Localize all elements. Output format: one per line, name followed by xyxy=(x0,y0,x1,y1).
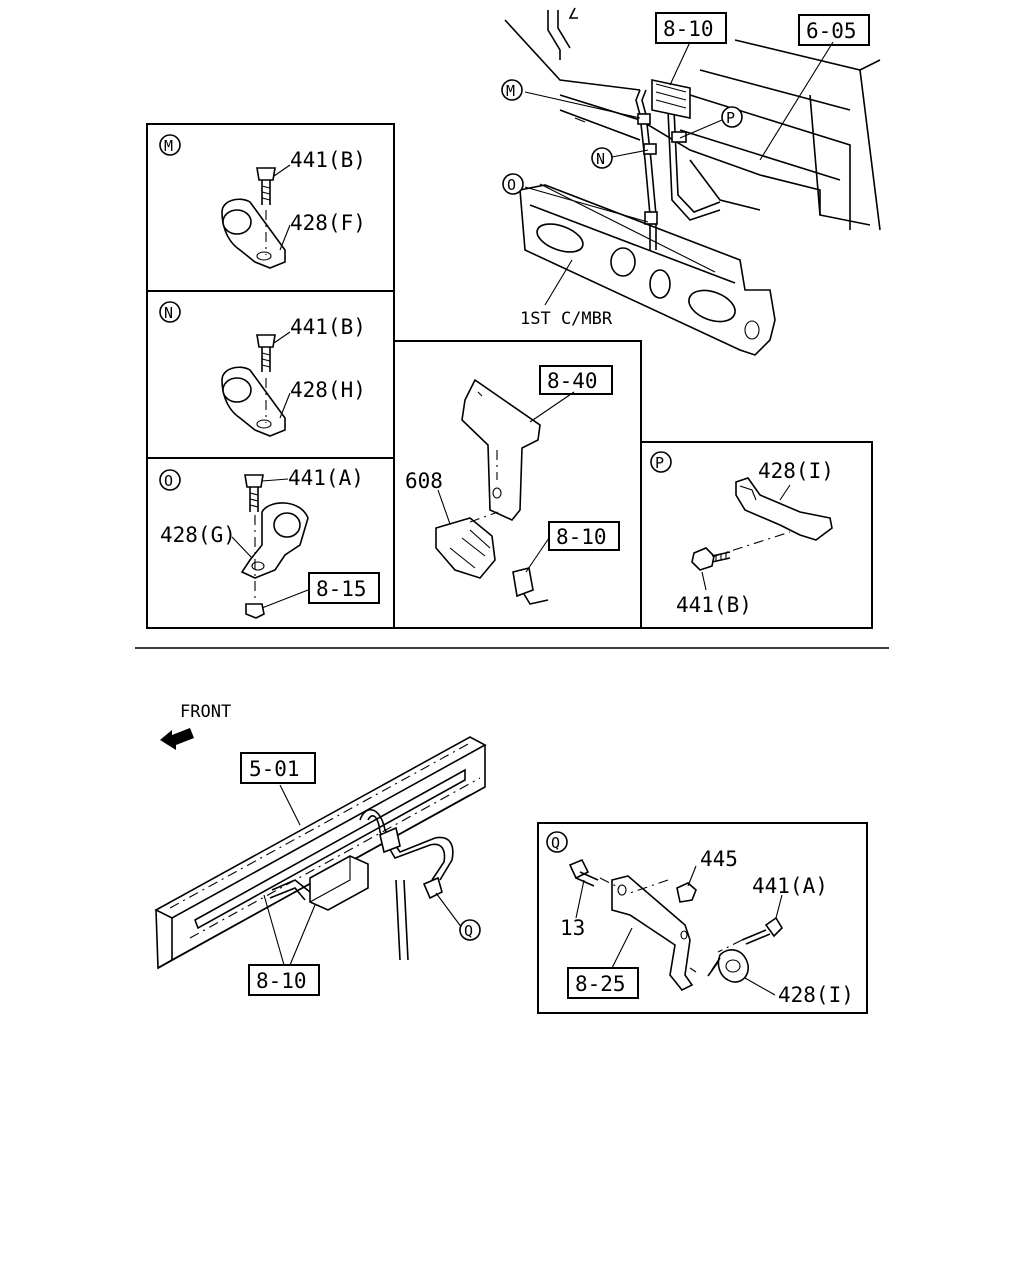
callout-o-overview xyxy=(502,173,524,195)
q-bolt-a-label: 441(A) xyxy=(752,874,828,898)
q-nut-label: 445 xyxy=(700,847,738,871)
ref-label-8-10-bottom: 8-10 xyxy=(256,969,307,993)
q-bolt-13-label: 13 xyxy=(560,916,585,940)
callout-o-label: O xyxy=(164,472,173,490)
callout-p-overview xyxy=(721,106,743,128)
frame-overview xyxy=(504,7,881,356)
callout-m-overview xyxy=(501,79,523,101)
callout-n xyxy=(159,301,181,323)
ref-box-6-05 xyxy=(798,14,870,46)
ref-box-8-10-bottom xyxy=(248,964,320,996)
callout-p xyxy=(650,451,672,473)
ref-box-5-01 xyxy=(240,752,316,784)
callout-q-overview xyxy=(459,919,481,941)
ref-box-8-10-top xyxy=(655,12,727,44)
callout-q xyxy=(546,831,568,853)
callout-n-label: N xyxy=(164,304,173,322)
q-clip-label: 428(I) xyxy=(778,983,854,1007)
ref-box-8-15 xyxy=(308,572,380,604)
o-bolt-label: 441(A) xyxy=(288,466,364,490)
n-bolt-label: 441(B) xyxy=(290,315,366,339)
clip-428h-drawing xyxy=(221,334,286,437)
front-arrow-icon xyxy=(160,728,194,750)
callout-m xyxy=(159,134,181,156)
n-clip-label: 428(H) xyxy=(290,378,366,402)
m-clip-label: 428(F) xyxy=(290,211,366,235)
callout-p-label: P xyxy=(655,454,664,472)
p-clip-label: 428(I) xyxy=(758,459,834,483)
clip-428i-p-drawing xyxy=(691,477,833,571)
callout-n-overview xyxy=(591,147,613,169)
cross-member-label: 1ST C/MBR xyxy=(520,309,613,329)
callout-p-overview-label: P xyxy=(726,109,735,127)
callout-m-overview-label: M xyxy=(506,82,515,100)
m-bolt-label: 441(B) xyxy=(290,148,366,172)
clip-428f-drawing xyxy=(221,167,286,269)
ref-box-8-10-mid xyxy=(548,521,620,551)
ref-label-8-40: 8-40 xyxy=(547,369,598,393)
front-label: FRONT xyxy=(180,702,231,722)
ref-box-8-25 xyxy=(567,967,639,999)
sensor-label: 608 xyxy=(405,469,443,493)
callout-o xyxy=(159,469,181,491)
callout-m-label: M xyxy=(164,137,173,155)
detail-panel-q xyxy=(537,822,868,1014)
sensor-bracket-drawing xyxy=(435,378,549,605)
bracket-8-25-drawing xyxy=(568,858,784,992)
ref-label-5-01: 5-01 xyxy=(249,757,300,781)
detail-panel-p xyxy=(640,441,873,629)
callout-n-overview-label: N xyxy=(596,150,605,168)
ref-label-8-10-mid: 8-10 xyxy=(556,525,607,549)
o-ref-label: 8-15 xyxy=(316,577,367,601)
clip-428g-drawing xyxy=(240,474,309,619)
ref-box-8-40 xyxy=(539,365,613,395)
p-bolt-label: 441(B) xyxy=(676,593,752,617)
o-clip-label: 428(G) xyxy=(160,523,236,547)
callout-q-overview-label: Q xyxy=(464,922,473,940)
callout-q-label: Q xyxy=(551,834,560,852)
ref-label-6-05: 6-05 xyxy=(806,19,857,43)
frame-rail-drawing xyxy=(154,736,487,970)
callout-o-overview-label: O xyxy=(507,176,516,194)
q-ref-label: 8-25 xyxy=(575,972,626,996)
ref-label-8-10-top: 8-10 xyxy=(663,17,714,41)
